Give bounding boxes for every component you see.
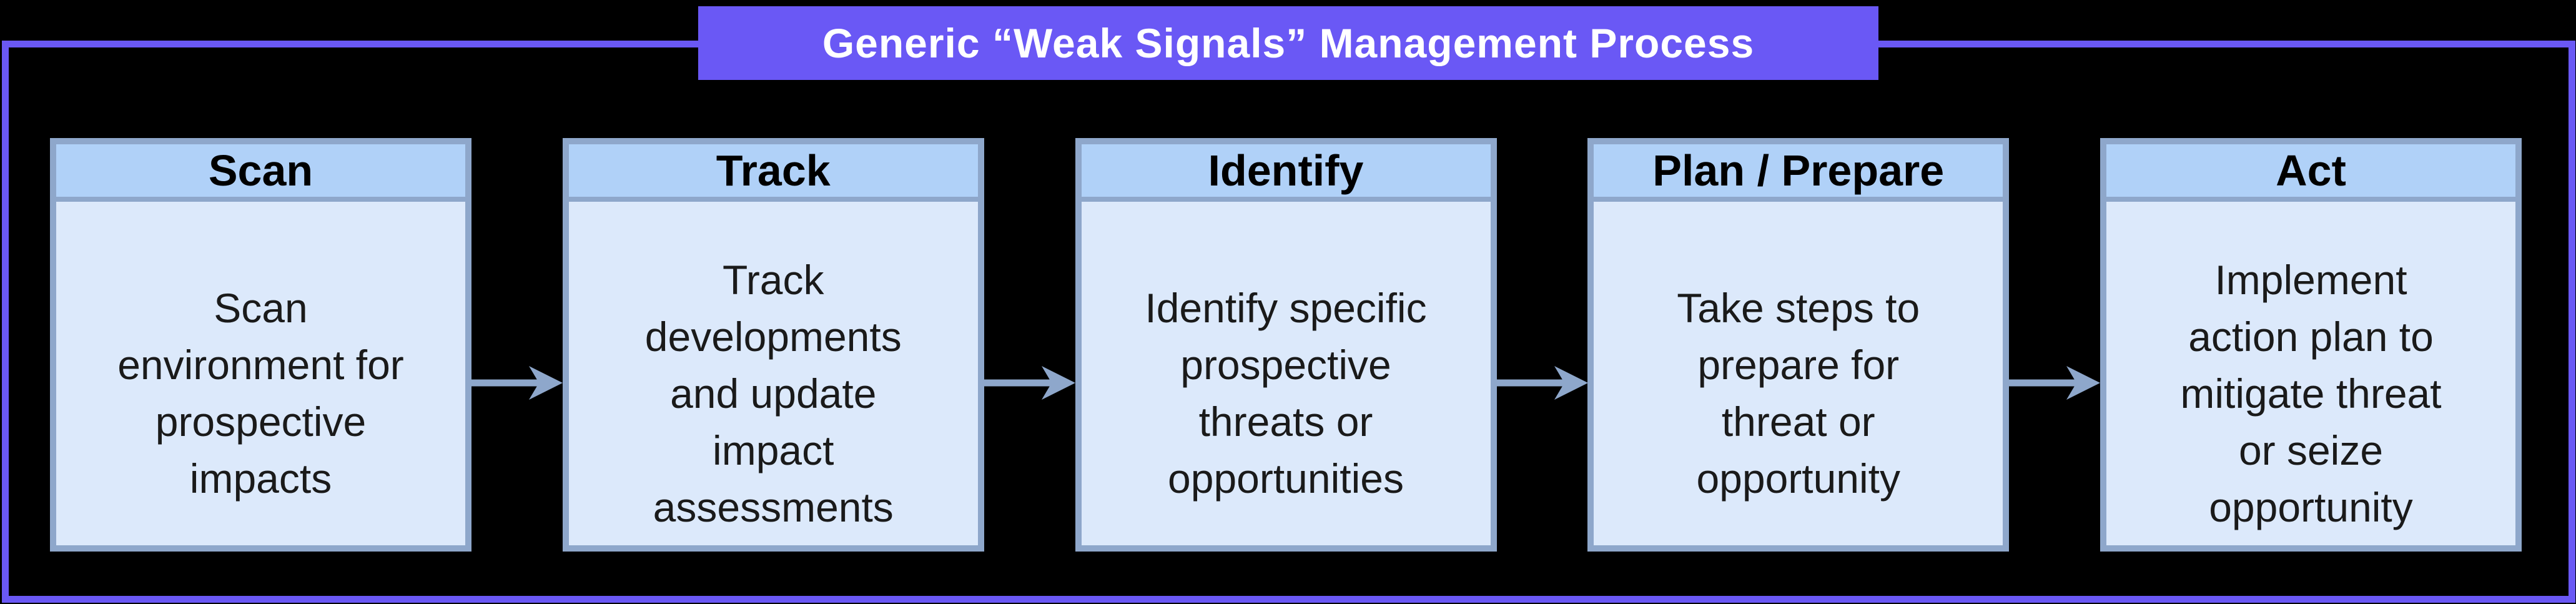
- step-body-act: Implement action plan to mitigate threat…: [2106, 202, 2515, 545]
- step-body-text: Implement action plan to mitigate threat…: [2180, 256, 2442, 530]
- step-header-label: Act: [2276, 146, 2346, 195]
- step-header-label: Identify: [1208, 146, 1364, 195]
- flow-arrow-icon: [1497, 364, 1588, 402]
- step-body-text: Take steps to prepare for threat or oppo…: [1677, 285, 1920, 502]
- step-box-track: Track Track developments and update impa…: [562, 138, 984, 552]
- step-header-label: Plan / Prepare: [1652, 146, 1945, 195]
- step-body-plan-prepare: Take steps to prepare for threat or oppo…: [1594, 202, 2003, 545]
- flow-arrow-icon: [984, 364, 1075, 402]
- step-header-plan-prepare: Plan / Prepare: [1594, 144, 2003, 202]
- flow-arrow-icon: [2009, 364, 2100, 402]
- step-body-text: Track developments and update impact ass…: [644, 256, 902, 530]
- step-box-identify: Identify Identify specific prospective t…: [1075, 138, 1497, 552]
- step-body-track: Track developments and update impact ass…: [568, 202, 978, 545]
- step-header-track: Track: [568, 144, 978, 202]
- diagram-title: Generic “Weak Signals” Management Proces…: [822, 20, 1755, 66]
- step-box-act: Act Implement action plan to mitigate th…: [2100, 138, 2522, 552]
- step-body-scan: Scan environment for prospective impacts: [56, 202, 465, 545]
- title-banner: Generic “Weak Signals” Management Proces…: [698, 6, 1878, 80]
- step-header-label: Track: [716, 146, 831, 195]
- step-box-plan-prepare: Plan / Prepare Take steps to prepare for…: [1587, 138, 2010, 552]
- step-box-scan: Scan Scan environment for prospective im…: [50, 138, 471, 552]
- step-body-identify: Identify specific prospective threats or…: [1081, 202, 1491, 545]
- flow-arrow-icon: [471, 364, 563, 402]
- step-body-text: Scan environment for prospective impacts: [117, 285, 404, 502]
- process-steps-row: Scan Scan environment for prospective im…: [50, 138, 2522, 552]
- step-header-act: Act: [2106, 144, 2515, 202]
- step-header-label: Scan: [208, 146, 313, 195]
- step-header-identify: Identify: [1081, 144, 1491, 202]
- step-header-scan: Scan: [56, 144, 465, 202]
- step-body-text: Identify specific prospective threats or…: [1145, 285, 1427, 502]
